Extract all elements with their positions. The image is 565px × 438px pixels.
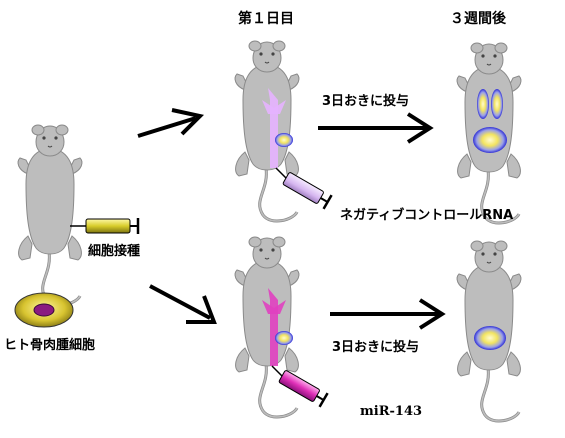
vessel-magenta: [262, 288, 286, 366]
label-week3: ３週間後: [450, 11, 506, 27]
arrow-to-top: [137, 108, 205, 138]
arrow-bottom-row: [330, 298, 446, 330]
syringe-mirna: [271, 365, 329, 408]
mouse-bottom-day1: [233, 235, 301, 419]
arrow-top-row: [318, 112, 434, 144]
label-dose-top: 3日おきに投与: [322, 94, 410, 109]
mouse-top-day1: [233, 39, 301, 223]
label-cell-injection: 細胞接種: [88, 244, 141, 259]
label-human-osteosarcoma: ヒト骨肉腫細胞: [4, 338, 96, 353]
tumors-top-week3: [473, 89, 507, 153]
vessel-lavender: [262, 88, 286, 168]
syringe-cell-injection: [70, 218, 140, 234]
label-negative-control: ネガティブコントロールRNA: [340, 208, 514, 223]
mouse-left: [16, 123, 84, 307]
tumor-bottom-week3: [474, 326, 506, 350]
arrow-to-bottom: [149, 284, 217, 324]
tumor-bottom-day1: [275, 331, 293, 345]
label-dose-bottom: 3日おきに投与: [332, 340, 420, 355]
syringe-negative-control: [275, 167, 333, 210]
osteosarcoma-cell-icon: [14, 292, 74, 328]
label-day1: 第１日目: [238, 11, 294, 27]
tumor-top-day1: [275, 133, 293, 147]
label-mirna: miR-143: [360, 404, 423, 419]
